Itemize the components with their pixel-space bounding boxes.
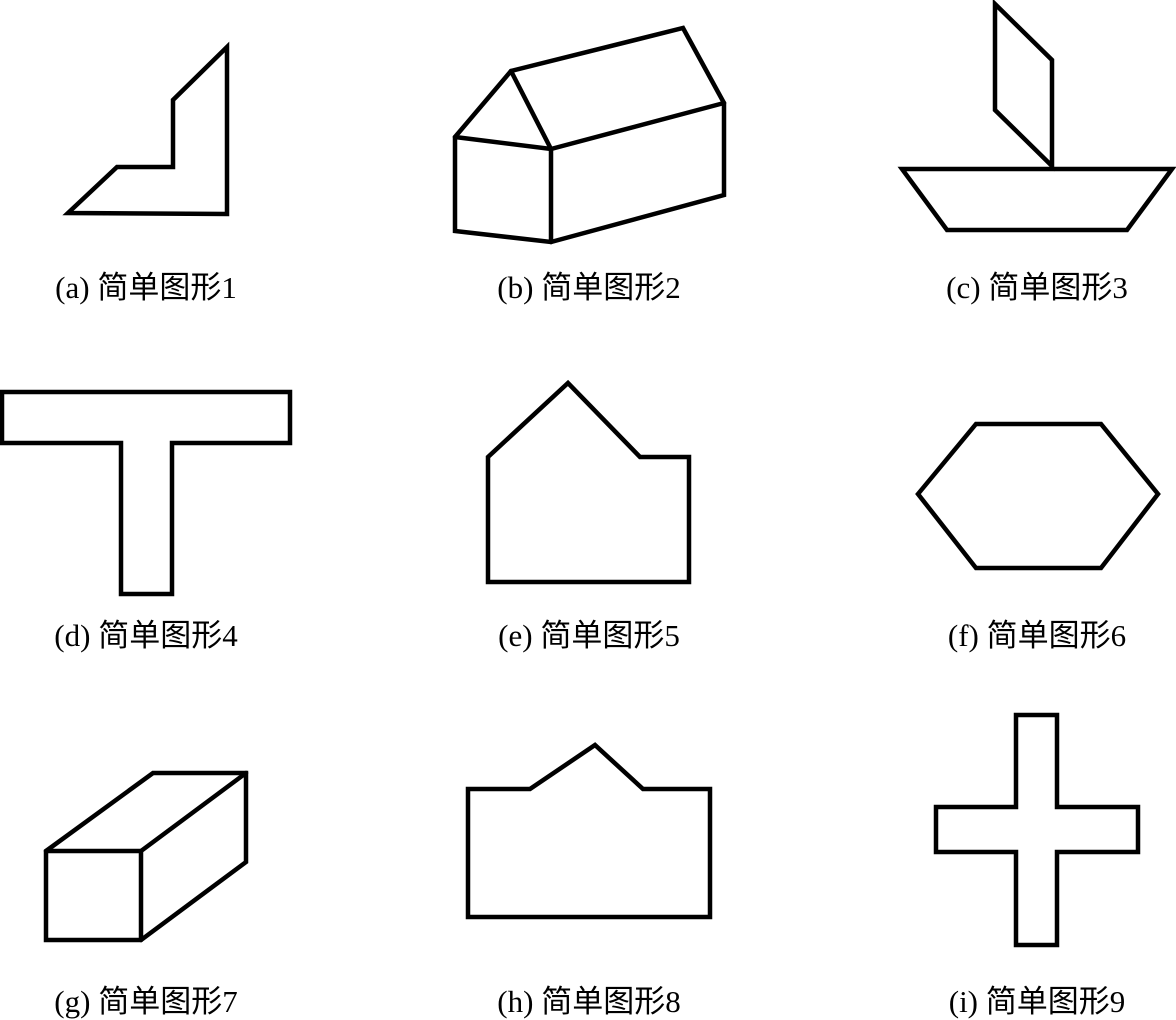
simple-shape-2: [452, 25, 727, 245]
simple-shape-3: [897, 0, 1176, 233]
simple-shape-5: [485, 379, 692, 585]
caption-b: (b) 简单图形2: [497, 270, 681, 305]
caption-f: (f) 简单图形6: [947, 618, 1127, 653]
caption-a: (a) 简单图形1: [55, 270, 237, 305]
simple-shape-1: [62, 41, 230, 217]
caption-e: (e) 简单图形5: [498, 618, 680, 653]
simple-shape-6: [915, 421, 1161, 571]
simple-shape-4: [0, 389, 293, 597]
simple-shape-9: [933, 712, 1141, 948]
caption-h: (h) 简单图形8: [497, 984, 681, 1019]
caption-d: (d) 简单图形4: [54, 618, 238, 653]
simple-shape-8: [465, 742, 713, 920]
caption-c: (c) 简单图形3: [946, 270, 1128, 305]
caption-g: (g) 简单图形7: [54, 984, 238, 1019]
simple-shape-7: [43, 770, 249, 943]
caption-i: (i) 简单图形9: [948, 984, 1126, 1019]
